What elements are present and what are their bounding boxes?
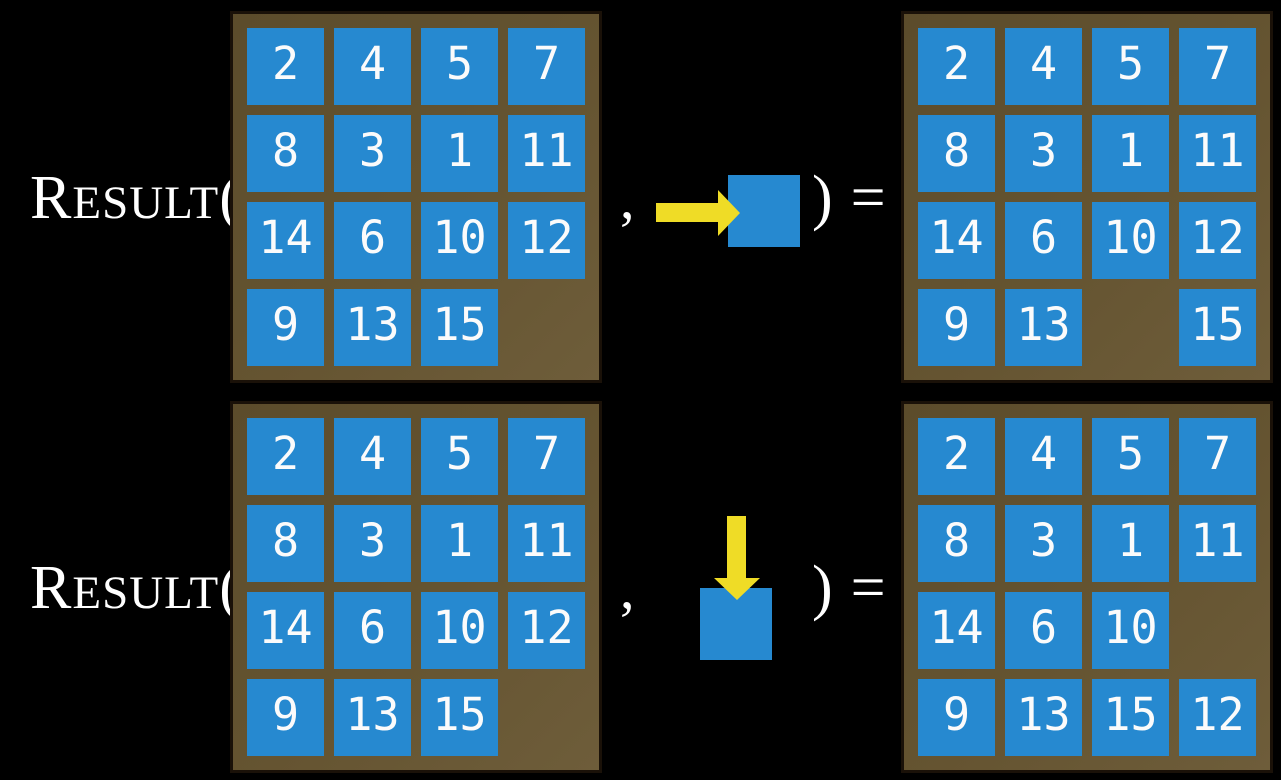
tile-6: 6 (1005, 592, 1082, 669)
tile-2: 2 (247, 28, 324, 105)
tile-10: 10 (421, 592, 498, 669)
tile-9: 9 (247, 679, 324, 756)
tile-4: 4 (1005, 28, 1082, 105)
tile-8: 8 (918, 505, 995, 582)
result-label-initial: R (30, 554, 73, 622)
tile-3: 3 (1005, 505, 1082, 582)
tile-15: 15 (1179, 289, 1256, 366)
result-label-rest: ESULT (72, 177, 220, 229)
tile-2: 2 (918, 28, 995, 105)
action-blank-tile (700, 588, 772, 660)
tile-5: 5 (1092, 418, 1169, 495)
empty-cell (1179, 592, 1256, 669)
result-label-initial: R (30, 164, 73, 232)
tile-10: 10 (1092, 592, 1169, 669)
tile-11: 11 (508, 505, 585, 582)
tile-7: 7 (1179, 418, 1256, 495)
tile-7: 7 (508, 28, 585, 105)
tile-9: 9 (918, 289, 995, 366)
tile-14: 14 (918, 592, 995, 669)
result-function-label: RESULT( (30, 557, 241, 635)
tile-4: 4 (334, 28, 411, 105)
tile-15: 15 (421, 679, 498, 756)
tile-13: 13 (1005, 289, 1082, 366)
tile-12: 12 (508, 202, 585, 279)
tile-4: 4 (1005, 418, 1082, 495)
equals-sign: = (850, 554, 886, 622)
tile-13: 13 (334, 679, 411, 756)
tile-6: 6 (334, 592, 411, 669)
tile-2: 2 (918, 418, 995, 495)
tile-9: 9 (247, 289, 324, 366)
tile-11: 11 (508, 115, 585, 192)
comma-separator: , (620, 166, 635, 231)
tile-12: 12 (1179, 202, 1256, 279)
tile-3: 3 (334, 505, 411, 582)
tile-13: 13 (334, 289, 411, 366)
tile-5: 5 (421, 28, 498, 105)
tile-3: 3 (1005, 115, 1082, 192)
tile-6: 6 (1005, 202, 1082, 279)
tile-6: 6 (334, 202, 411, 279)
arrow-right-icon (656, 190, 740, 236)
comma-separator: , (620, 556, 635, 621)
tile-1: 1 (421, 115, 498, 192)
tile-8: 8 (247, 505, 324, 582)
tile-12: 12 (1179, 679, 1256, 756)
tile-9: 9 (918, 679, 995, 756)
tile-8: 8 (918, 115, 995, 192)
tile-11: 11 (1179, 115, 1256, 192)
tile-7: 7 (508, 418, 585, 495)
tile-14: 14 (247, 592, 324, 669)
tile-13: 13 (1005, 679, 1082, 756)
tile-4: 4 (334, 418, 411, 495)
close-paren-equals: )= (812, 557, 886, 619)
tile-1: 1 (1092, 505, 1169, 582)
action-blank-tile (728, 175, 800, 247)
tile-1: 1 (421, 505, 498, 582)
tile-12: 12 (508, 592, 585, 669)
tile-7: 7 (1179, 28, 1256, 105)
tile-5: 5 (421, 418, 498, 495)
tile-11: 11 (1179, 505, 1256, 582)
tile-3: 3 (334, 115, 411, 192)
result-function-label: RESULT( (30, 167, 241, 245)
tile-15: 15 (421, 289, 498, 366)
tile-8: 8 (247, 115, 324, 192)
tile-14: 14 (918, 202, 995, 279)
tile-15: 15 (1092, 679, 1169, 756)
close-paren: ) (812, 554, 833, 622)
tile-14: 14 (247, 202, 324, 279)
close-paren: ) (812, 164, 833, 232)
tile-10: 10 (421, 202, 498, 279)
tile-2: 2 (247, 418, 324, 495)
tile-10: 10 (1092, 202, 1169, 279)
equals-sign: = (850, 164, 886, 232)
empty-cell (508, 679, 585, 756)
empty-cell (508, 289, 585, 366)
result-label-rest: ESULT (72, 567, 220, 619)
tile-1: 1 (1092, 115, 1169, 192)
tile-5: 5 (1092, 28, 1169, 105)
empty-cell (1092, 289, 1169, 366)
arrow-down-icon (714, 516, 760, 600)
close-paren-equals: )= (812, 167, 886, 229)
